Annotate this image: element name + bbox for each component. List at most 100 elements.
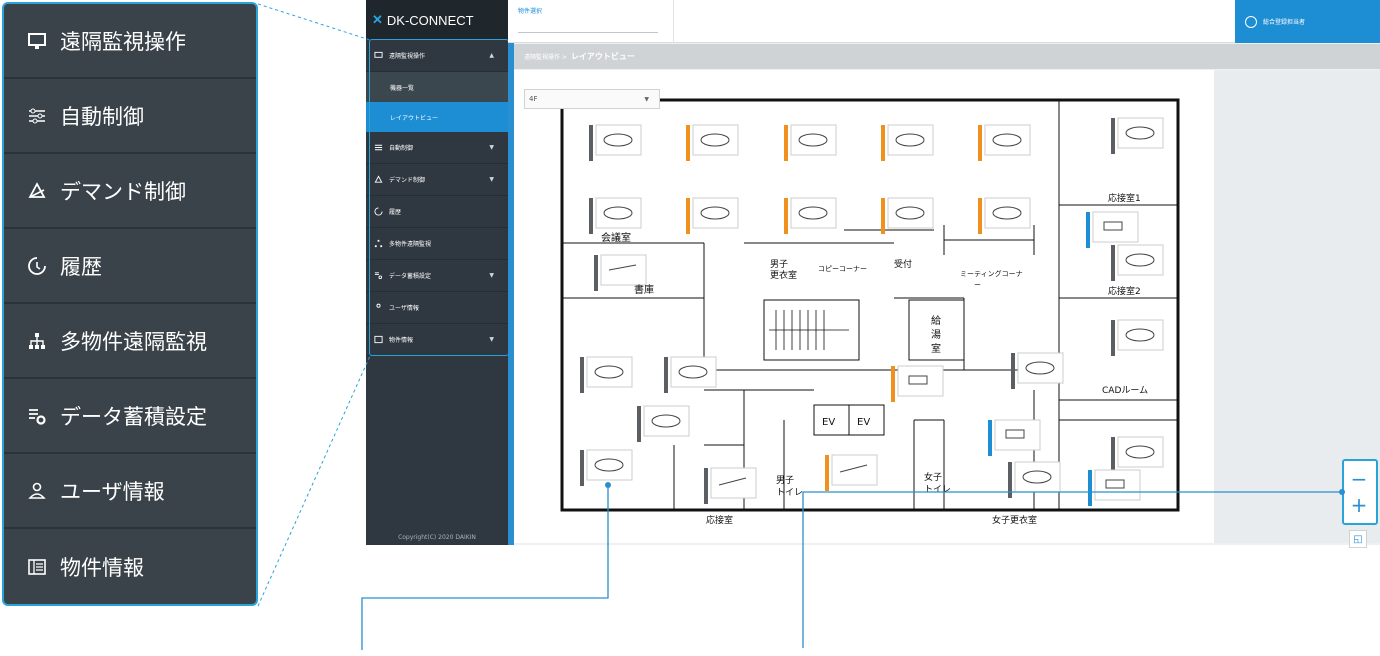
room-reception-bottom: 応接室 (706, 514, 733, 526)
chevron-down-icon: ▼ (489, 176, 494, 183)
callout-label: デマンド制御 (60, 179, 186, 204)
room-locker-m-line1: 男子 (770, 259, 788, 270)
nav-label: レイアウトビュー (390, 114, 439, 122)
room-storage: 書庫 (634, 283, 654, 296)
hierarchy-icon (26, 330, 48, 352)
top-bar: 物件選択 総合登録担当者 (508, 0, 1380, 43)
callout-item-multi[interactable]: 多物件遠隔監視 (4, 304, 256, 379)
building-info-icon (26, 556, 48, 578)
nav-label: 履歴 (389, 209, 402, 216)
callout-item-remote[interactable]: 遠隔監視操作 (4, 4, 256, 79)
nav-multi[interactable]: 多物件遠隔監視 (366, 228, 508, 260)
demand-icon (26, 180, 48, 202)
property-select-label[interactable]: 物件選択 (518, 8, 543, 15)
zoom-in-button[interactable]: + (1350, 493, 1368, 517)
room-kitchen-line2: 湯 (931, 328, 941, 341)
room-toilet-m-line2: トイレ (776, 488, 803, 498)
property-select-underline (518, 32, 658, 33)
room-meeting-corner-line2: ー (974, 281, 981, 289)
user-avatar-icon (1245, 15, 1257, 28)
callout-item-property[interactable]: 物件情報 (4, 529, 256, 604)
room-toilet-m-line1: 男子 (776, 475, 794, 486)
sliders-icon (374, 143, 384, 153)
nav-label: 機器一覧 (390, 84, 415, 92)
chevron-down-icon: ▼ (489, 144, 494, 151)
room-locker-m-line2: 更衣室 (770, 269, 797, 281)
callout-item-auto[interactable]: 自動制御 (4, 79, 256, 154)
user-menu[interactable]: 総合登録担当者 (1235, 0, 1380, 43)
brand-name: DK-CONNECT (386, 12, 474, 28)
stair-hatch (769, 310, 849, 350)
nav-demand[interactable]: デマンド制御 ▼ (366, 164, 508, 196)
callout-item-demand[interactable]: デマンド制御 (4, 154, 256, 229)
room-meeting-corner-line1: ミーティングコーナ (960, 269, 1023, 278)
ac-units (580, 117, 1164, 506)
breadcrumb-parent[interactable]: 遠隔監視操作 > (524, 54, 567, 61)
room-ev1: EV (822, 417, 835, 428)
nav-device-list[interactable]: 機器一覧 (366, 72, 508, 102)
data-settings-icon (26, 405, 48, 427)
history-icon (374, 207, 384, 217)
room-meeting-corner: ミーティングコーナー (960, 269, 1023, 289)
callout-label: 物件情報 (60, 555, 144, 580)
nav-label: 多物件遠隔監視 (389, 241, 432, 248)
nav-label: 自動制御 (389, 145, 414, 152)
callout-label: 遠隔監視操作 (60, 29, 186, 54)
user-icon (374, 303, 384, 313)
nav-layout-view[interactable]: レイアウトビュー (366, 102, 508, 132)
chevron-down-icon: ▼ (489, 336, 494, 343)
dropdown-arrow-icon: ▼ (644, 95, 649, 103)
divider (673, 0, 674, 43)
room-meeting: 会議室 (601, 231, 631, 244)
copyright: Copyright(C) 2020 DAIKIN (398, 534, 476, 541)
monitor-icon (374, 51, 384, 61)
floorplan-walls (560, 98, 1180, 512)
sidebar-callout: 遠隔監視操作 自動制御 デマンド制御 履歴 多物件遠隔監視 データ蓄積設定 ユー… (2, 2, 258, 606)
room-cad: CADルーム (1102, 385, 1148, 396)
room-toilet-f-line2: トイレ (924, 485, 951, 495)
nav-history[interactable]: 履歴 (366, 196, 508, 228)
nav-data[interactable]: データ蓄積設定▼ (366, 260, 508, 292)
callout-item-user[interactable]: ユーザ情報 (4, 454, 256, 529)
room-locker-f: 女子更衣室 (992, 514, 1037, 526)
callout-item-data[interactable]: データ蓄積設定 (4, 379, 256, 454)
demand-icon (374, 175, 384, 185)
nav-label: 遠隔監視操作 (389, 53, 426, 60)
room-kitchen-line1: 給 (931, 314, 941, 327)
room-kitchen-line3: 室 (931, 342, 941, 355)
callout-label: 多物件遠隔監視 (60, 329, 207, 354)
brand-logo: ✕DK-CONNECT (366, 0, 508, 40)
x-logo-icon: ✕ (372, 12, 383, 27)
app-window: ✕DK-CONNECT 遠隔監視操作▲ 機器一覧 レイアウトビュー 自動制御▼ … (366, 0, 1380, 545)
callout-label: 自動制御 (60, 104, 144, 129)
room-reception2: 応接室2 (1108, 285, 1141, 297)
room-locker-m: 男子更衣室 (770, 259, 797, 281)
zoom-highlight-frame (1342, 459, 1378, 525)
room-labels: 会議室 書庫 男子更衣室 コピーコーナー 受付 ミーティングコーナー 応接室1 … (601, 192, 1148, 526)
callout-item-history[interactable]: 履歴 (4, 229, 256, 304)
room-kitchen: 給湯室 (931, 314, 941, 355)
room-toilet-m: 男子トイレ (776, 475, 803, 498)
nav-label: デマンド制御 (389, 177, 426, 184)
nav-label: 物件情報 (389, 337, 414, 344)
user-icon (26, 480, 48, 502)
floor-value: 4F (529, 95, 538, 103)
callout-label: データ蓄積設定 (60, 404, 207, 429)
nav-user[interactable]: ユーザ情報 (366, 292, 508, 324)
sliders-icon (26, 105, 48, 127)
callout-label: ユーザ情報 (60, 479, 165, 504)
room-toilet-f: 女子トイレ (924, 471, 951, 495)
room-ev2: EV (857, 417, 870, 428)
chevron-up-icon: ▲ (489, 52, 494, 59)
app-sidebar: ✕DK-CONNECT 遠隔監視操作▲ 機器一覧 レイアウトビュー 自動制御▼ … (366, 0, 509, 545)
zoom-out-button[interactable]: − (1350, 467, 1368, 491)
nav-remote[interactable]: 遠隔監視操作 ▲ (366, 40, 508, 72)
hierarchy-icon (374, 239, 384, 249)
room-reception1: 応接室1 (1108, 192, 1141, 204)
nav-auto[interactable]: 自動制御 ▼ (366, 132, 508, 164)
fit-view-button[interactable]: ◱ (1349, 530, 1367, 548)
floor-select[interactable]: 4F ▼ (524, 89, 660, 109)
highlight-frame (369, 39, 509, 356)
floorplan: 会議室 書庫 男子更衣室 コピーコーナー 受付 ミーティングコーナー 応接室1 … (560, 98, 1180, 526)
